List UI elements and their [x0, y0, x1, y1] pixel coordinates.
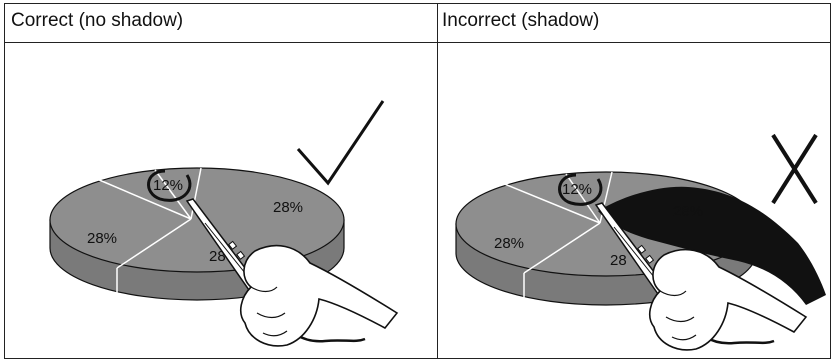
comparison-table: Correct (no shadow) Incorrect (shadow) 1…: [4, 3, 831, 359]
hand-icon: [239, 244, 399, 347]
slice-line: [96, 178, 192, 220]
header-incorrect: Incorrect (shadow): [442, 10, 600, 31]
slice-line: [523, 222, 601, 274]
slice-line: [565, 173, 601, 224]
incorrect-illustration-cell: 12% 28% 28% 28: [438, 43, 831, 359]
correct-illustration-cell: 12% 28% 28% 28: [5, 43, 437, 359]
checkmark-icon: [296, 100, 385, 186]
x-mark-icon: [771, 133, 818, 205]
circle-gesture: [558, 173, 603, 206]
pie-label-28-right: 28%: [673, 203, 703, 220]
header-correct: Correct (no shadow): [11, 10, 184, 31]
column-divider: [437, 4, 438, 358]
header-divider: [5, 42, 830, 43]
slice-line: [154, 169, 192, 220]
pie-label-28-bottom: 28: [610, 252, 627, 269]
circle-gesture: [147, 169, 192, 202]
slice-line: [190, 167, 202, 220]
correct-illustration: 12% 28% 28% 28: [49, 100, 399, 347]
pie-label-28-right: 28%: [273, 199, 303, 216]
pie-label-28-left: 28%: [494, 235, 524, 252]
pie-label-28-left: 28%: [87, 230, 117, 247]
pie-label-12: 12%: [562, 181, 592, 198]
slice-line: [501, 182, 601, 224]
slice-line: [116, 218, 192, 269]
pie-label-28-bottom: 28: [209, 248, 226, 265]
incorrect-illustration: 12% 28% 28% 28: [455, 133, 826, 351]
pie-label-12: 12%: [153, 177, 183, 194]
shadow-shape: [598, 186, 826, 305]
hand-icon: [648, 248, 808, 351]
